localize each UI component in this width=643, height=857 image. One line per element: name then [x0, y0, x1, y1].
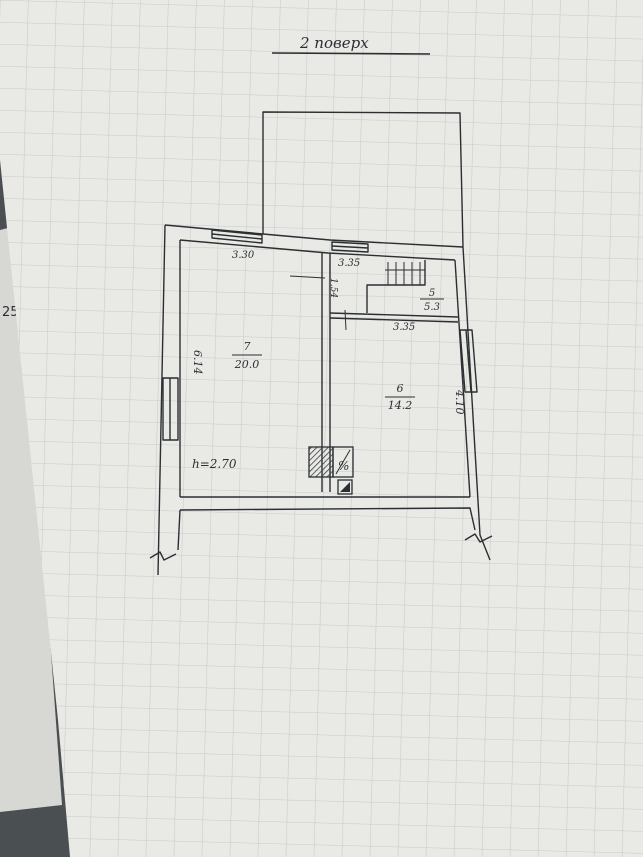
break-mark-left	[149, 551, 177, 561]
title-underline	[271, 52, 431, 55]
chimney-mark: %	[338, 459, 349, 473]
room-5-area: 5.3	[424, 302, 440, 313]
room-6-number: 6	[397, 382, 404, 395]
outer-wall-right	[462, 246, 491, 561]
inner-wall-right	[454, 259, 471, 498]
partition-5-6	[329, 317, 459, 323]
room-6-area: 14.2	[388, 399, 413, 412]
top-extension	[262, 111, 464, 248]
dim-corridor: 1.54	[328, 278, 338, 298]
vent-box	[337, 479, 353, 495]
plan-title: 2 поверх	[299, 34, 369, 52]
room-7-number: 7	[244, 340, 251, 353]
margin-page-number: 25	[2, 305, 19, 320]
dim-room6-length: 4.10	[453, 389, 466, 415]
floor-plan	[149, 111, 493, 576]
window-top-room5	[331, 241, 369, 253]
vent-fill	[340, 482, 350, 492]
chimney-hatched	[308, 446, 334, 478]
break-mark-right	[464, 533, 493, 543]
stair-steps	[385, 262, 425, 285]
outer-wall-bottom	[179, 507, 476, 531]
corridor-dim-line	[289, 275, 326, 279]
dim-room7-width: 3.30	[232, 250, 255, 261]
chimney: %	[308, 446, 354, 495]
window-right	[459, 329, 478, 393]
corridor-dim-tick	[344, 309, 347, 331]
lower-stub-left	[177, 509, 181, 551]
room-7-area: 20.0	[234, 358, 260, 371]
ceiling-height: h=2.70	[192, 457, 237, 471]
inner-wall-top	[179, 239, 456, 261]
chimney-open	[332, 446, 354, 478]
room-5-number: 5	[429, 288, 435, 299]
dim-room6-width: 3.35	[393, 322, 415, 333]
window-top-room7	[211, 229, 263, 244]
partition-5-6-inner	[329, 312, 459, 318]
dim-room5-width: 3.35	[338, 258, 360, 269]
side-page	[0, 225, 62, 812]
outer-wall-left	[157, 224, 166, 576]
window-left	[162, 377, 179, 441]
dim-room7-length: 6.14	[191, 350, 204, 375]
